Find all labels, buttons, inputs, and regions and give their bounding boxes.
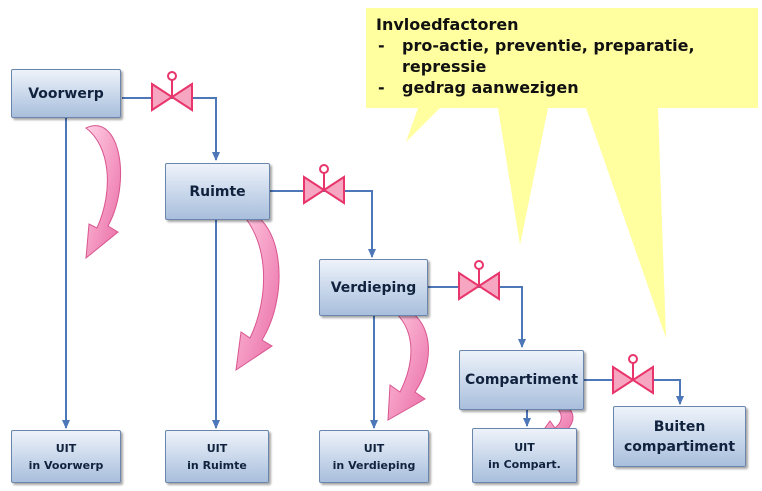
- stage-verdieping: Verdieping: [319, 259, 428, 316]
- outcome-line1: UIT: [363, 441, 385, 455]
- outcome-line2: in Compart.: [488, 457, 561, 471]
- valve-icon: [612, 354, 654, 395]
- callout-list: pro-actie, preventie, preparatie, repres…: [376, 35, 761, 98]
- connector-verdieping-compartiment: [428, 286, 526, 348]
- outcome-line2: in Ruimte: [187, 458, 247, 472]
- curved-arrow-verdieping: [384, 305, 429, 421]
- stage-compartiment: Compartiment: [459, 350, 584, 410]
- outcome-compartiment: UIT in Compart.: [472, 428, 577, 483]
- outcome-line2: in Verdieping: [332, 458, 416, 472]
- callout-text: Invloedfactoren pro-actie, preventie, pr…: [376, 14, 761, 98]
- stage-ruimte: Ruimte: [165, 163, 270, 220]
- outcome-voorwerp: UIT in Voorwerp: [11, 430, 121, 483]
- stage-label: Compartiment: [464, 372, 579, 388]
- connector-voorwerp-ruimte: [122, 97, 220, 161]
- stage-voorwerp: Voorwerp: [11, 69, 121, 118]
- curved-arrow-voorwerp: [85, 125, 122, 260]
- curved-arrow-ruimte: [234, 207, 280, 372]
- stage-buiten-compartiment: Buiten compartiment: [613, 406, 746, 467]
- stage-label: Voorwerp: [28, 85, 104, 102]
- outcome-verdieping: UIT in Verdieping: [319, 430, 429, 483]
- outcome-ruimte: UIT in Ruimte: [165, 430, 269, 483]
- valve-icon: [151, 71, 193, 112]
- callout-title: Invloedfactoren: [376, 15, 519, 34]
- outcome-line1: UIT: [55, 441, 77, 455]
- outcome-line1: UIT: [514, 440, 535, 454]
- stage-label: Verdieping: [330, 279, 417, 296]
- stage-label-line1: Buiten: [653, 418, 706, 435]
- callout-item: gedrag aanwezigen: [376, 77, 761, 98]
- outcome-line1: UIT: [206, 441, 228, 455]
- outcome-line2: in Voorwerp: [28, 458, 104, 472]
- stage-label: Ruimte: [189, 183, 246, 200]
- callout-item: pro-actie, preventie, preparatie, repres…: [376, 35, 761, 77]
- connector-ruimte-verdieping: [270, 190, 376, 258]
- valve-icon: [303, 164, 345, 205]
- connector-compartiment-buiten: [584, 379, 684, 405]
- stage-label-line2: compartiment: [623, 438, 736, 455]
- valve-icon: [458, 260, 500, 301]
